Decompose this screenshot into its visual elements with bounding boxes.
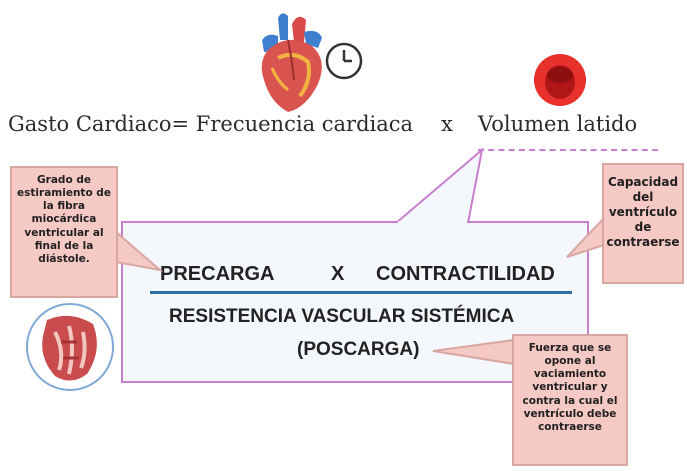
callout-line: Grado de <box>37 174 91 186</box>
callout-line: miocárdica <box>31 213 97 226</box>
callout-line: del <box>632 190 654 204</box>
callout-line: contra la cual el <box>522 394 618 407</box>
callout-line: vaciamiento <box>533 368 607 381</box>
poscarga-label: (POSCARGA) <box>297 339 420 360</box>
precarga-callout: Grado de estiramiento de la fibra miocár… <box>10 166 118 298</box>
callout-line: ventricular y <box>532 381 608 394</box>
callout-line: final de la <box>34 239 94 252</box>
equation-right: Volumen latido <box>478 112 638 136</box>
callout-line: de <box>634 220 652 234</box>
heart-muscle-icon <box>26 303 114 391</box>
clock-icon <box>325 42 363 80</box>
callout-line: opone al <box>544 355 596 368</box>
fraction-line <box>150 291 572 294</box>
heart-icon <box>261 13 322 112</box>
callout-line: ventrículo debe <box>523 407 617 420</box>
callout-line: estiramiento de <box>17 187 111 200</box>
callout-line: ventricular al <box>24 226 104 239</box>
callout-line: Fuerza que se <box>528 342 612 354</box>
resistencia-label: RESISTENCIA VASCULAR SISTÉMICA <box>169 306 515 327</box>
multiply-operator: X <box>331 263 345 285</box>
tail-joint <box>398 221 467 224</box>
poscarga-callout: Fuerza que se opone al vaciamiento ventr… <box>512 334 628 466</box>
callout-line: la fibra <box>43 200 85 213</box>
contractilidad-label: CONTRACTILIDAD <box>376 263 555 285</box>
callout-line: contraerse <box>606 235 680 249</box>
blood-vessel-icon <box>534 54 586 106</box>
callout-line: ventrículo <box>608 205 678 219</box>
equation-left: Gasto Cardiaco= Frecuencia cardiaca <box>8 112 414 136</box>
callout-line: diástole. <box>38 252 90 265</box>
callout-line: contraerse <box>538 420 602 433</box>
equation-operator: x <box>441 112 453 136</box>
precarga-label: PRECARGA <box>160 263 275 285</box>
callout-line: Capacidad <box>607 175 679 189</box>
contractilidad-callout: Capacidad del ventrículo de contraerse <box>602 163 684 284</box>
volumen-underline <box>478 149 658 151</box>
